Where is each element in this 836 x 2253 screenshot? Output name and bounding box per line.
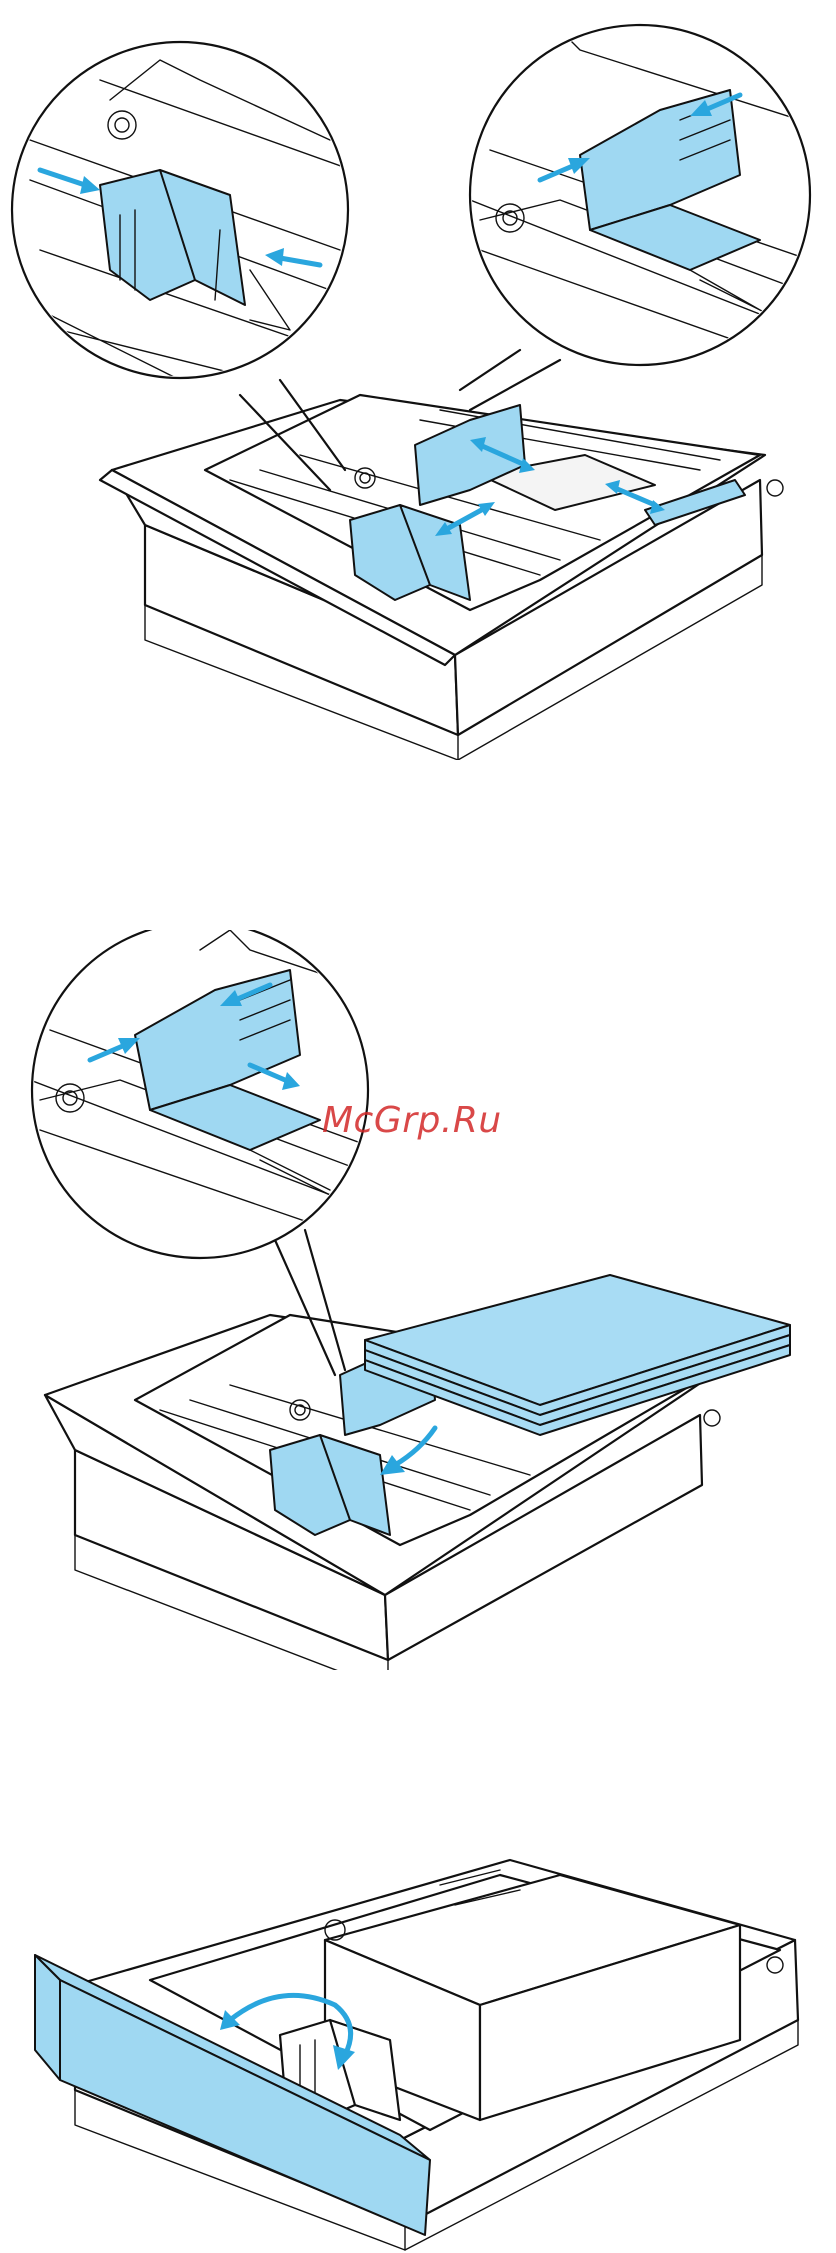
paper-tray — [35, 1860, 798, 2250]
close-tray-illustration — [0, 1830, 836, 2253]
step-panel-adjust-guides — [0, 0, 836, 760]
rear-guide-zoom-icon — [460, 25, 810, 410]
step-panel-load-paper — [0, 930, 836, 1670]
watermark-text: McGrp.Ru — [322, 1100, 502, 1141]
paper-tray — [45, 1275, 790, 1670]
paper-tray — [100, 395, 783, 760]
load-paper-stack-illustration — [0, 930, 836, 1670]
adjust-paper-guides-illustration — [0, 0, 836, 760]
step-panel-close-tray — [0, 1830, 836, 2253]
rear-guide-zoom-icon — [30, 930, 380, 1375]
